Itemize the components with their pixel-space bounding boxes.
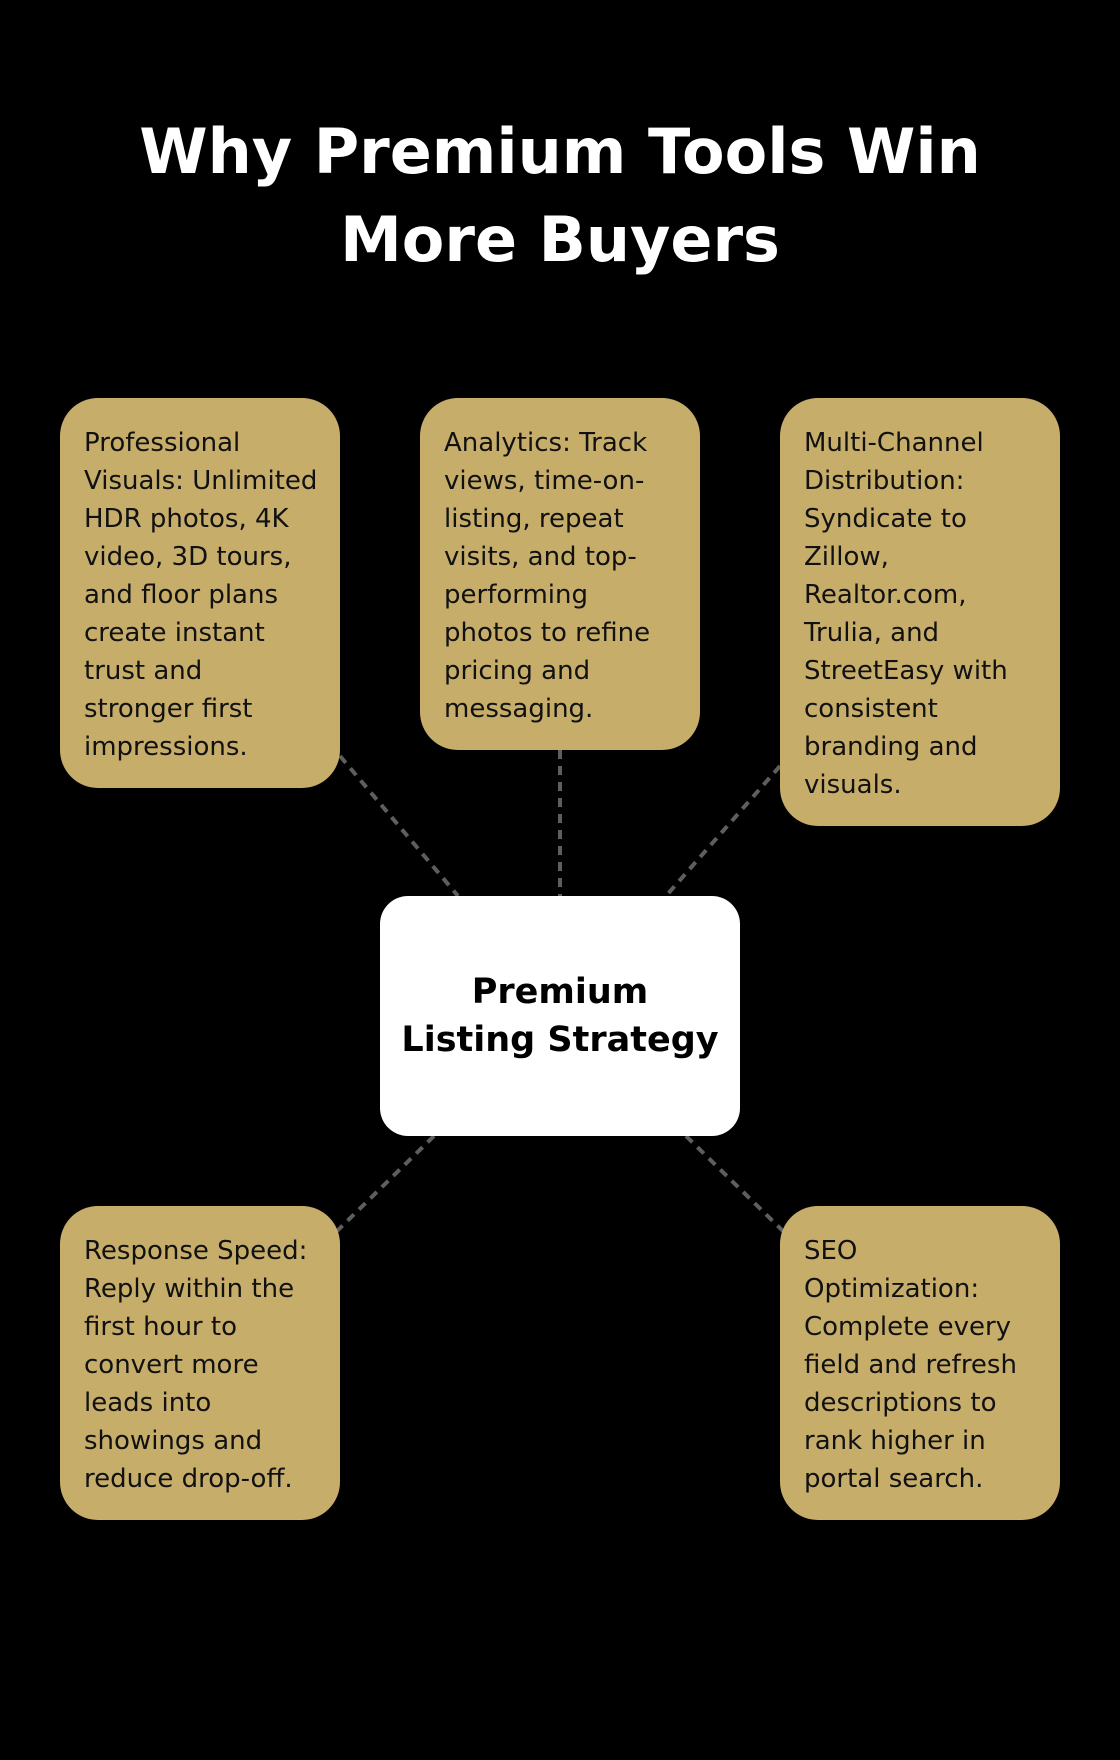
node-text: Professional Visuals: Unlimited HDR phot… [84,428,318,762]
center-node-label: Premium Listing Strategy [401,972,719,1060]
node-text: Response Speed: Reply within the first h… [84,1236,308,1494]
connector-professional-visuals [338,754,460,898]
node-text: Multi-Channel Distribution: Syndicate to… [804,428,1008,800]
node-text: SEO Optimization: Complete every field a… [804,1236,1017,1494]
node-analytics: Analytics: Track views, time-on-listing,… [420,398,700,750]
connector-seo [684,1134,786,1234]
node-seo-optimization: SEO Optimization: Complete every field a… [780,1206,1060,1520]
node-text: Analytics: Track views, time-on-listing,… [444,428,651,724]
node-response-speed: Response Speed: Reply within the first h… [60,1206,340,1520]
node-professional-visuals: Professional Visuals: Unlimited HDR phot… [60,398,340,788]
connector-response-speed [334,1134,436,1234]
diagram-title: Why Premium Tools Win More Buyers [139,115,981,276]
node-multi-channel-distribution: Multi-Channel Distribution: Syndicate to… [780,398,1060,826]
center-node: Premium Listing Strategy [380,896,740,1136]
connector-multi-channel [664,764,782,898]
